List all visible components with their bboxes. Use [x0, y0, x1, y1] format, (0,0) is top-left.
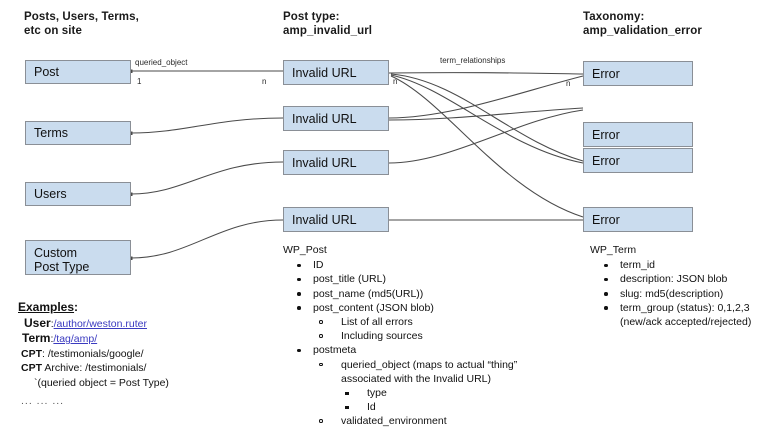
example-link-user[interactable]: /author/weston.ruter: [53, 317, 147, 330]
entity-box-invalid-url-3[interactable]: Invalid URL: [283, 150, 389, 175]
wp-term-list: term_id description: JSON blob slug: md5…: [590, 258, 768, 329]
example-note: `(queried object = Post Type): [34, 376, 169, 389]
entity-box-post[interactable]: Post: [25, 60, 131, 84]
right-column-heading: Taxonomy: amp_validation_error: [583, 11, 702, 37]
examples-title: Examples: [18, 300, 75, 314]
edge-invalidurl1-to-error4: [390, 75, 584, 218]
wp-post-spec: WP_Post ID post_title (URL) post_name (m…: [283, 243, 568, 429]
list-item: Including sources: [283, 329, 568, 343]
wp-term-spec: WP_Term term_id description: JSON blob s…: [590, 243, 768, 329]
examples-title-colon: :: [74, 300, 79, 314]
entity-box-terms[interactable]: Terms: [25, 121, 131, 145]
edge-users-to-invalidurl: [130, 161, 284, 195]
edge-label-queried-object: queried_object: [135, 58, 188, 67]
edge-arrow-ticks: [129, 69, 133, 260]
entity-box-error-4[interactable]: Error: [583, 207, 693, 232]
edge-invalidurl3-to-error2: [388, 109, 584, 164]
wp-term-heading: WP_Term: [590, 244, 637, 256]
edge-cpt-to-invalidurl: [130, 219, 284, 259]
list-item: term_id: [590, 258, 768, 272]
cardinality-term-relationships-right: n: [566, 79, 571, 88]
example-key-cpt: CPT: [21, 347, 42, 360]
list-item-continuation: associated with the Invalid URL): [341, 372, 491, 385]
list-item: queried_object (maps to actual “thing”: [283, 358, 568, 372]
list-item: Id: [283, 400, 568, 414]
entity-box-error-3[interactable]: Error: [583, 148, 693, 173]
edge-label-term-relationships: term_relationships: [440, 56, 506, 65]
edge-invalidurl1-to-error3b: [390, 74, 584, 164]
example-row-user: User:/author/weston.ruter: [18, 316, 268, 332]
edge-invalidurl2-to-error2: [388, 107, 584, 121]
wp-post-list: ID post_title (URL) post_name (md5(URL))…: [283, 258, 568, 428]
example-key-user: User: [24, 315, 51, 330]
example-key-cpt-archive: CPT: [21, 362, 42, 374]
list-item: post_title (URL): [283, 272, 568, 286]
list-item: List of all errors: [283, 315, 568, 329]
example-key-term: Term: [22, 331, 51, 345]
example-row-term: Term:/tag/amp/: [18, 331, 268, 347]
example-sep-term: :: [50, 333, 54, 345]
edge-invalidurl2-to-error1: [388, 75, 584, 119]
entity-box-invalid-url-2[interactable]: Invalid URL: [283, 106, 389, 131]
edge-invalidurl1-to-error3: [390, 73, 584, 162]
examples-title-row: Examples:: [18, 300, 268, 316]
cardinality-queried-object-left: 1: [137, 77, 142, 86]
cardinality-term-relationships-left: n: [393, 77, 398, 86]
list-item: post_content (JSON blob): [283, 301, 568, 315]
list-item: validated_environment: [283, 414, 568, 428]
list-item-continuation: (new/ack accepted/rejected): [620, 316, 752, 329]
entity-box-custom-post-type[interactable]: Custom Post Type: [25, 240, 131, 275]
entity-box-users[interactable]: Users: [25, 182, 131, 206]
list-item: type: [283, 386, 568, 400]
example-row-cpt: CPT: /testimonials/google/: [18, 347, 268, 362]
example-value-cpt-archive: Archive: /testimonials/: [42, 362, 147, 374]
entity-box-invalid-url-4[interactable]: Invalid URL: [283, 207, 389, 232]
left-column-heading: Posts, Users, Terms, etc on site: [24, 11, 139, 37]
entity-box-error-2[interactable]: Error: [583, 122, 693, 147]
list-item: term_group (status): 0,1,2,3: [590, 301, 768, 315]
cardinality-queried-object-right: n: [262, 77, 267, 86]
list-item: post_name (md5(URL)): [283, 287, 568, 301]
example-sep-cpt: :: [42, 347, 45, 360]
entity-box-error-1[interactable]: Error: [583, 61, 693, 86]
middle-column-heading: Post type: amp_invalid_url: [283, 11, 373, 37]
list-item: slug: md5(description): [590, 287, 768, 301]
examples-block: Examples: User:/author/weston.ruter Term…: [18, 300, 268, 409]
example-sep-user: :: [50, 317, 54, 330]
list-item: ID: [283, 258, 568, 272]
edge-invalidurl1-to-error1: [388, 72, 584, 75]
example-ellipsis: ... ... ...: [21, 395, 65, 407]
list-item: description: JSON blob: [590, 272, 768, 286]
edge-terms-to-invalidurl: [130, 117, 284, 134]
example-row-cpt-archive: CPT Archive: /testimonials/: [18, 361, 268, 376]
entity-box-invalid-url-1[interactable]: Invalid URL: [283, 60, 389, 85]
list-item: postmeta: [283, 343, 568, 357]
wp-post-heading: WP_Post: [283, 244, 327, 256]
example-value-cpt: /testimonials/google/: [44, 347, 144, 360]
example-link-term[interactable]: /tag/amp/: [53, 333, 98, 345]
